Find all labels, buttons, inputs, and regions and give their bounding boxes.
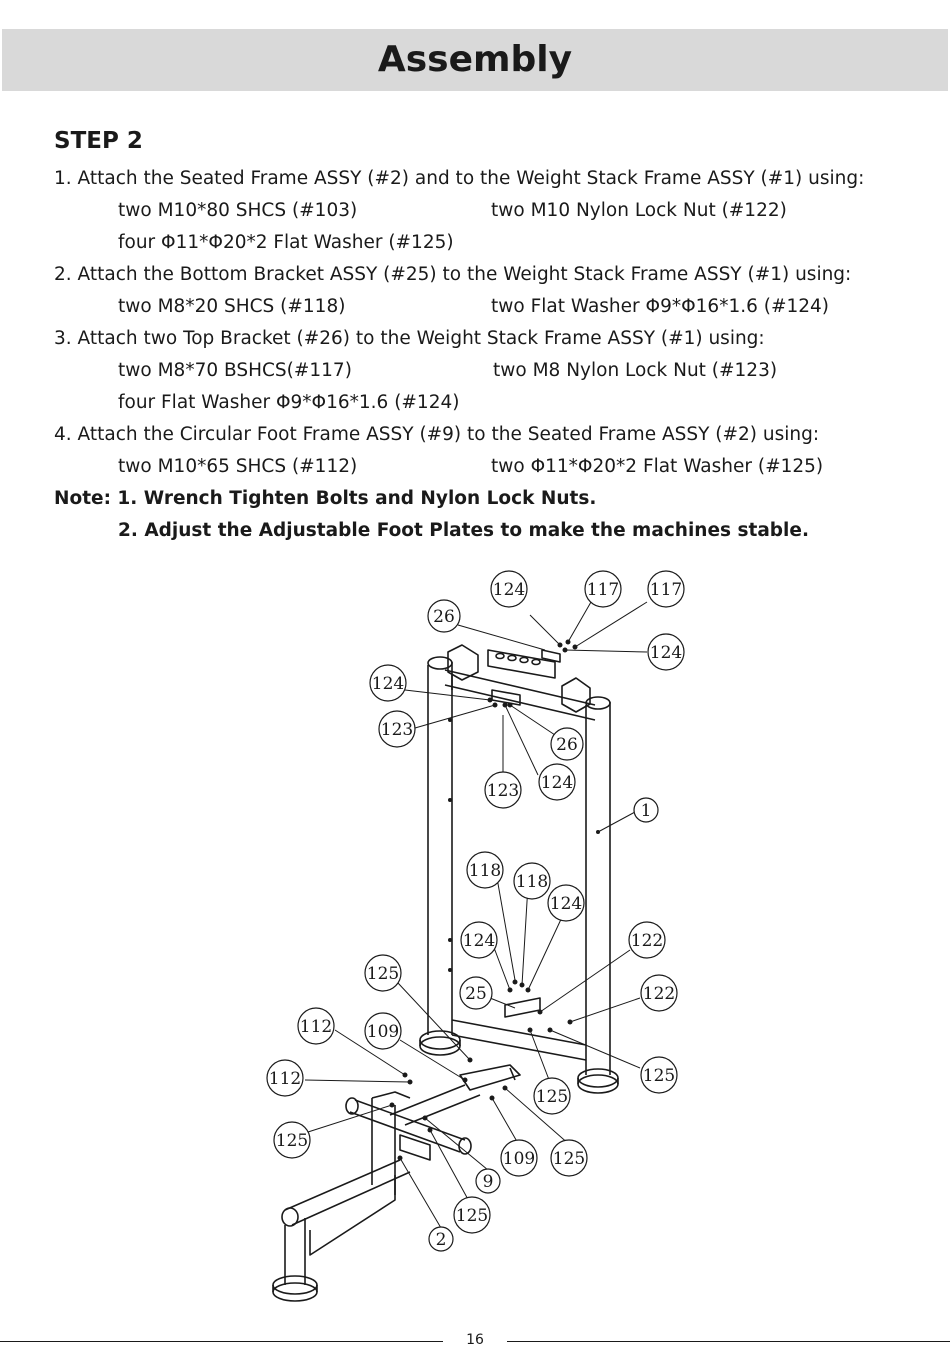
- svg-text:122: 122: [631, 931, 663, 951]
- callout-118-a: 118: [466, 851, 504, 889]
- instruction-4: 4. Attach the Circular Foot Frame ASSY (…: [54, 424, 820, 445]
- instruction-4-part-b: two Φ11*Φ20*2 Flat Washer (#125): [491, 456, 824, 477]
- svg-text:124: 124: [541, 773, 573, 793]
- callout-125-a: 125: [364, 954, 402, 992]
- svg-text:112: 112: [300, 1017, 332, 1037]
- bottom-bracket: [504, 997, 541, 1018]
- instruction-1-part-b: two M10 Nylon Lock Nut (#122): [491, 200, 787, 221]
- callout-117-a: 117: [584, 570, 622, 608]
- left-upright: [427, 662, 453, 1035]
- svg-text:125: 125: [367, 964, 399, 984]
- svg-text:124: 124: [463, 931, 495, 951]
- instruction-4-part-a: two M10*65 SHCS (#112): [118, 456, 358, 477]
- footer-rule-left: [0, 1341, 443, 1342]
- svg-text:125: 125: [536, 1087, 568, 1107]
- svg-text:118: 118: [469, 861, 501, 881]
- callout-125-e: 125: [550, 1139, 588, 1177]
- callout-123-a: 123: [378, 710, 416, 748]
- callout-124-a: 124: [490, 570, 528, 608]
- svg-text:112: 112: [269, 1069, 301, 1089]
- callout-118-b: 118: [513, 862, 551, 900]
- instruction-3-part-a: two M8*70 BSHCS(#117): [118, 360, 352, 381]
- title-bar: Assembly: [2, 29, 948, 91]
- note-1: Note: 1. Wrench Tighten Bolts and Nylon …: [54, 488, 597, 509]
- callout-109-b: 109: [500, 1139, 538, 1177]
- instruction-2: 2. Attach the Bottom Bracket ASSY (#25) …: [54, 264, 852, 285]
- step-heading: STEP 2: [54, 128, 143, 154]
- instruction-3-part-b: two M8 Nylon Lock Nut (#123): [493, 360, 778, 381]
- page-number: 16: [466, 1332, 484, 1348]
- svg-text:123: 123: [487, 781, 519, 801]
- svg-text:9: 9: [483, 1172, 494, 1192]
- svg-text:25: 25: [465, 984, 487, 1004]
- svg-text:109: 109: [367, 1022, 399, 1042]
- callout-124-e: 124: [547, 884, 585, 922]
- page-title: Assembly: [377, 39, 573, 80]
- svg-text:124: 124: [372, 674, 404, 694]
- svg-text:2: 2: [436, 1230, 447, 1250]
- callout-122-a: 122: [628, 921, 666, 959]
- callout-112-a: 112: [297, 1007, 335, 1045]
- callout-124-d: 124: [538, 763, 576, 801]
- callout-125-b: 125: [640, 1056, 678, 1094]
- svg-text:118: 118: [516, 872, 548, 892]
- svg-text:117: 117: [650, 580, 682, 600]
- callout-26-a: 26: [427, 599, 461, 633]
- note-2: 2. Adjust the Adjustable Foot Plates to …: [118, 520, 809, 541]
- svg-text:125: 125: [553, 1149, 585, 1169]
- svg-text:1: 1: [641, 801, 652, 821]
- callout-124-b: 124: [647, 633, 685, 671]
- assembly-diagram: 124 117 117 26 124 124 123 26 124 123 1 …: [266, 570, 685, 1302]
- svg-text:124: 124: [550, 894, 582, 914]
- footer-rule-right: [507, 1341, 950, 1342]
- callout-1: 1: [633, 797, 659, 823]
- top-plate: [487, 649, 556, 679]
- callout-125-f: 125: [453, 1196, 491, 1234]
- right-upright: [585, 702, 611, 1075]
- instruction-1: 1. Attach the Seated Frame ASSY (#2) and…: [54, 168, 865, 189]
- callout-122-b: 122: [640, 974, 678, 1012]
- svg-text:125: 125: [456, 1206, 488, 1226]
- svg-text:117: 117: [587, 580, 619, 600]
- top-bracket-right: [561, 677, 591, 713]
- callout-26-b: 26: [550, 727, 584, 761]
- instruction-3: 3. Attach two Top Bracket (#26) to the W…: [54, 328, 765, 349]
- svg-text:125: 125: [276, 1131, 308, 1151]
- svg-text:109: 109: [503, 1149, 535, 1169]
- callout-9: 9: [475, 1168, 501, 1194]
- callout-125-d: 125: [273, 1121, 311, 1159]
- callout-117-b: 117: [647, 570, 685, 608]
- svg-text:125: 125: [643, 1066, 675, 1086]
- callout-124-c: 124: [369, 664, 407, 702]
- callout-125-c: 125: [533, 1077, 571, 1115]
- instruction-1-part-a: two M10*80 SHCS (#103): [118, 200, 358, 221]
- callout-109-a: 109: [364, 1012, 402, 1050]
- svg-text:123: 123: [381, 720, 413, 740]
- svg-text:26: 26: [556, 735, 578, 755]
- callout-112-b: 112: [266, 1059, 304, 1097]
- instruction-2-part-b: two Flat Washer Φ9*Φ16*1.6 (#124): [491, 296, 829, 317]
- instruction-2-part-a: two M8*20 SHCS (#118): [118, 296, 346, 317]
- instruction-3-part-c: four Flat Washer Φ9*Φ16*1.6 (#124): [118, 392, 460, 413]
- callout-2: 2: [428, 1226, 454, 1252]
- instruction-1-part-c: four Φ11*Φ20*2 Flat Washer (#125): [118, 232, 454, 253]
- top-bracket-left: [447, 644, 479, 681]
- svg-text:26: 26: [433, 607, 455, 627]
- callout-124-f: 124: [460, 921, 498, 959]
- callout-25: 25: [459, 976, 493, 1010]
- svg-text:124: 124: [493, 580, 525, 600]
- svg-text:122: 122: [643, 984, 675, 1004]
- callout-123-b: 123: [484, 771, 522, 809]
- svg-text:124: 124: [650, 643, 682, 663]
